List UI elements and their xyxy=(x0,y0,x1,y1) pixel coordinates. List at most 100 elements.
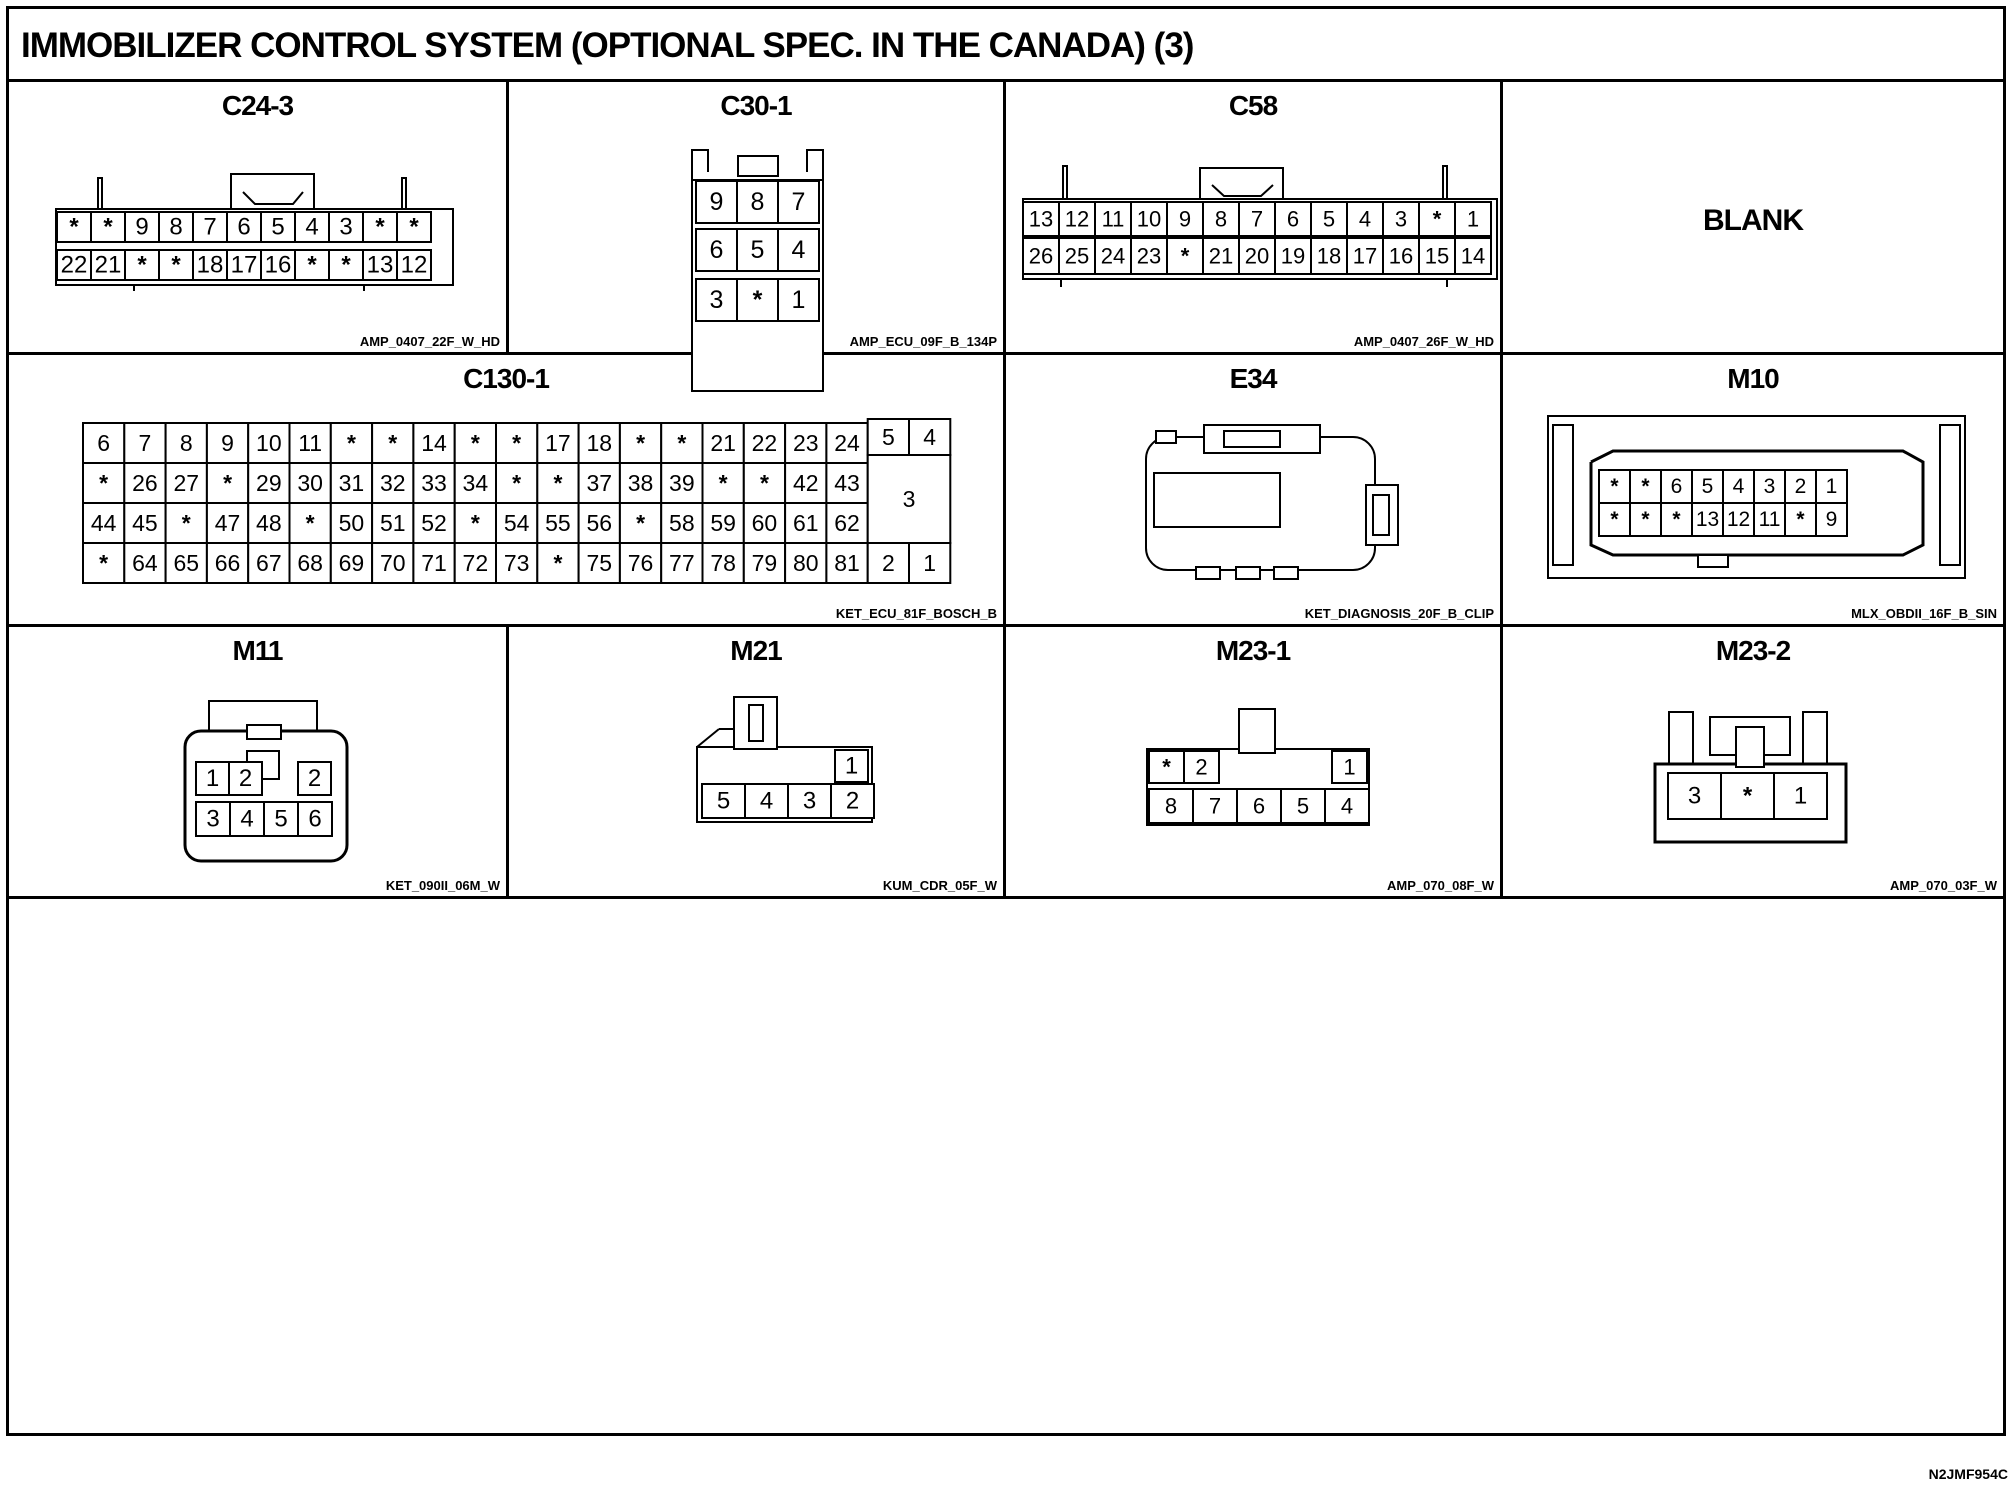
pin-number: 9 xyxy=(221,430,234,456)
pin-cell xyxy=(1331,750,1368,784)
pin-number: 38 xyxy=(628,470,654,496)
pin-number: 13 xyxy=(1029,207,1053,232)
pin-cell xyxy=(1598,502,1631,537)
pin-number: 14 xyxy=(1461,244,1485,269)
pin-number: 2 xyxy=(846,788,859,815)
pin-number: 8 xyxy=(180,430,193,456)
pin-number: 3 xyxy=(803,788,816,815)
outline xyxy=(1442,165,1448,199)
pin-cell xyxy=(784,542,828,584)
pin-number: 8 xyxy=(751,188,765,216)
part-code: AMP_070_03F_W xyxy=(1890,878,1997,893)
pin-star: * xyxy=(69,214,79,241)
pin-number: 26 xyxy=(1029,244,1053,269)
pin-number: 20 xyxy=(1245,244,1269,269)
pin-cell xyxy=(1629,502,1662,537)
pin-cell xyxy=(1274,237,1312,275)
pin-number: 60 xyxy=(752,510,778,536)
connector-name: M11 xyxy=(232,635,284,666)
pin-number: 6 xyxy=(1253,794,1265,819)
pin-cell xyxy=(297,801,333,837)
pin-number: 4 xyxy=(240,806,253,833)
tab xyxy=(1697,554,1729,568)
pin-cell xyxy=(412,502,456,544)
pin-star: * xyxy=(677,430,686,456)
pin-star: * xyxy=(409,214,419,241)
outline xyxy=(691,149,709,180)
pin-number: 1 xyxy=(1794,783,1807,810)
pin-number: 1 xyxy=(1343,755,1355,780)
connector-name: C130-1 xyxy=(463,363,550,394)
pin-cell xyxy=(495,422,539,464)
pin-cell xyxy=(908,418,952,456)
pin-number: 6 xyxy=(710,236,724,264)
pin-number: 7 xyxy=(1209,794,1221,819)
pin-star: * xyxy=(171,252,181,279)
pin-star: * xyxy=(719,470,728,496)
pin-cell xyxy=(1202,237,1240,275)
pin-number: 80 xyxy=(793,550,819,576)
pin-number: 58 xyxy=(669,510,695,536)
pin-number: 3 xyxy=(206,806,219,833)
pin-cell xyxy=(288,502,332,544)
pin-cell xyxy=(1660,502,1693,537)
pin-star: * xyxy=(307,252,317,279)
pin-number: 77 xyxy=(669,550,695,576)
pin-cell xyxy=(1382,201,1420,237)
pin-number: 71 xyxy=(421,550,447,576)
pin-number: 59 xyxy=(710,510,736,536)
pin-number: 24 xyxy=(1101,244,1125,269)
connector-name: C58 xyxy=(1228,90,1278,121)
pin-cell xyxy=(123,422,167,464)
pin-cell xyxy=(192,211,228,243)
connector-name: M23-2 xyxy=(1715,635,1791,666)
pin-number: 6 xyxy=(237,214,250,241)
pin-number: 55 xyxy=(545,510,571,536)
outline xyxy=(1211,184,1274,197)
pin-cell xyxy=(205,502,250,544)
outline xyxy=(1199,167,1284,199)
pin-cell xyxy=(695,180,738,224)
outline xyxy=(208,700,318,731)
pin-cell xyxy=(228,761,263,796)
pin-number: 48 xyxy=(256,510,282,536)
pin-number: 11 xyxy=(1102,207,1125,232)
pin-number: 3 xyxy=(710,286,724,314)
pin-number: 10 xyxy=(256,430,282,456)
pin-number: 56 xyxy=(586,510,612,536)
pin-number: 81 xyxy=(834,550,860,576)
pin-number: 12 xyxy=(1727,508,1750,531)
pin-number: 5 xyxy=(1702,475,1714,498)
pin-number: 33 xyxy=(421,470,447,496)
pin-number: 7 xyxy=(792,188,806,216)
pin-cell xyxy=(288,462,332,504)
pin-number: 42 xyxy=(793,470,819,496)
pin-cell xyxy=(825,542,869,584)
pin-cell xyxy=(744,783,789,819)
pin-number: 2 xyxy=(308,765,321,792)
pin-number: 67 xyxy=(256,550,282,576)
diagram-sheet: IMMOBILIZER CONTROL SYSTEM (OPTIONAL SPE… xyxy=(6,6,2006,1436)
side-rail xyxy=(1552,424,1574,566)
pin-number: 30 xyxy=(297,470,323,496)
pin-number: 70 xyxy=(380,550,406,576)
pin-number: 5 xyxy=(274,806,287,833)
pin-cell xyxy=(164,542,208,584)
pin-number: 3 xyxy=(1764,475,1776,498)
pin-cell xyxy=(1058,237,1096,275)
latch xyxy=(246,724,282,740)
pin-star: * xyxy=(1610,475,1619,498)
outline xyxy=(1153,472,1281,528)
pin-cell xyxy=(577,502,621,544)
pin-cell xyxy=(1094,201,1132,237)
pin-cell xyxy=(371,502,415,544)
latch xyxy=(1155,430,1177,444)
pin-cell xyxy=(495,462,539,504)
pin-star: * xyxy=(1672,508,1681,531)
pin-cell xyxy=(297,761,332,796)
pin-number: 1 xyxy=(1467,207,1479,232)
pin-number: 5 xyxy=(882,424,895,450)
pin-number: 9 xyxy=(710,188,724,216)
